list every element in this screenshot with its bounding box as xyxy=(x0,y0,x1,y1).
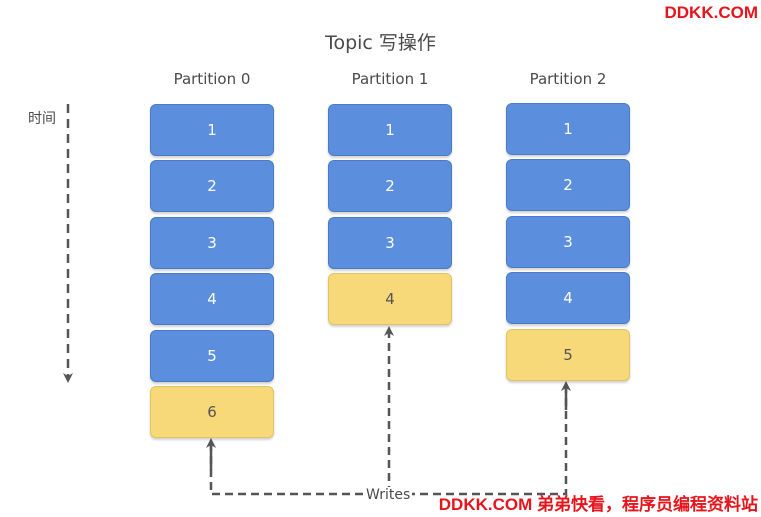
partition-2-block-pending: 5 xyxy=(506,329,630,381)
partition-0-block: 1 xyxy=(150,104,274,156)
partition-0-block: 3 xyxy=(150,217,274,269)
partition-1-block: 2 xyxy=(328,160,452,212)
partition-1-block: 1 xyxy=(328,104,452,156)
partition-0-block: 5 xyxy=(150,330,274,382)
partition-0-block: 2 xyxy=(150,160,274,212)
writes-label: Writes xyxy=(364,487,413,503)
partition-2-block: 3 xyxy=(506,216,630,268)
partition-2-label: Partition 2 xyxy=(529,70,607,88)
watermark-top: DDKK.COM xyxy=(664,3,759,22)
partition-0-label: Partition 0 xyxy=(173,70,251,88)
partition-2-block: 1 xyxy=(506,103,630,155)
partition-1-block: 3 xyxy=(328,217,452,269)
partition-1-block-pending: 4 xyxy=(328,273,452,325)
partition-2-block: 2 xyxy=(506,159,630,211)
watermark-bottom: DDKK.COM 弟弟快看，程序员编程资料站 xyxy=(438,495,758,514)
partition-1-label: Partition 1 xyxy=(351,70,429,88)
time-axis-label: 时间 xyxy=(28,111,56,127)
partition-0-block: 4 xyxy=(150,273,274,325)
partition-0-block-pending: 6 xyxy=(150,386,274,438)
partition-2-block: 4 xyxy=(506,272,630,324)
diagram-title: Topic 写操作 xyxy=(325,32,436,54)
